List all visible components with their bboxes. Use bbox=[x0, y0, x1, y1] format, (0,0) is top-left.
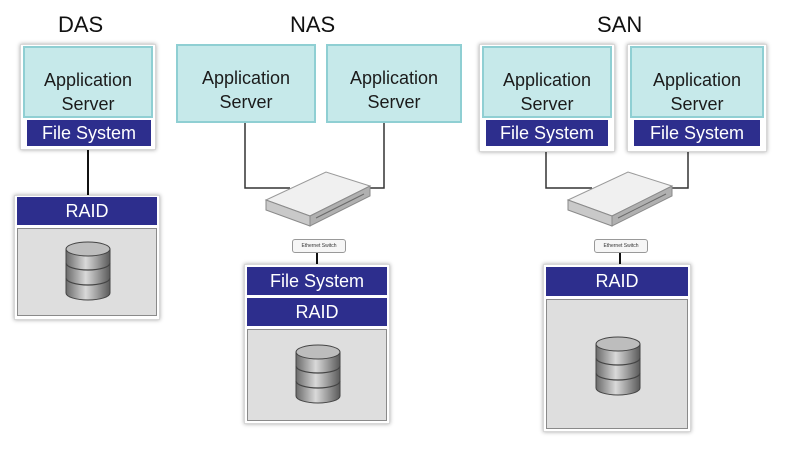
nas-link-left bbox=[244, 123, 290, 189]
nas-app2-line1: Application bbox=[349, 68, 439, 88]
database-icon bbox=[595, 336, 641, 396]
das-application-server: Application Server bbox=[23, 46, 153, 118]
network-switch-icon bbox=[566, 171, 674, 227]
das-title: DAS bbox=[58, 12, 104, 37]
san-app2-line2: Server bbox=[670, 94, 724, 114]
nas-file-system: File System bbox=[247, 267, 387, 295]
san-storage bbox=[546, 299, 688, 429]
nas-app1-line1: Application bbox=[201, 68, 291, 88]
san-switch-label: Ethernet Switch bbox=[594, 239, 648, 253]
nas-title: NAS bbox=[290, 12, 336, 37]
database-icon bbox=[65, 241, 111, 301]
nas-app1-line2: Server bbox=[219, 92, 273, 112]
network-switch-icon bbox=[264, 171, 372, 227]
das-file-system: File System bbox=[27, 120, 151, 146]
san-file-system-2: File System bbox=[634, 120, 760, 146]
san-file-system-1: File System bbox=[486, 120, 608, 146]
nas-switch-label: Ethernet Switch bbox=[292, 239, 346, 253]
san-app2-line1: Application bbox=[652, 70, 742, 90]
san-raid: RAID bbox=[546, 267, 688, 296]
nas-raid: RAID bbox=[247, 298, 387, 326]
san-app1-line2: Server bbox=[520, 94, 574, 114]
nas-storage bbox=[247, 329, 387, 421]
nas-app2-line2: Server bbox=[367, 92, 421, 112]
nas-application-server-1: Application Server bbox=[176, 44, 316, 123]
das-app-line2: Server bbox=[61, 94, 115, 114]
das-app-line1: Application bbox=[43, 70, 133, 90]
san-link-left bbox=[545, 152, 592, 189]
das-raid: RAID bbox=[17, 197, 157, 225]
san-title: SAN bbox=[597, 12, 643, 37]
san-application-server-1: Application Server bbox=[482, 46, 612, 118]
san-application-server-2: Application Server bbox=[630, 46, 764, 118]
database-icon bbox=[295, 344, 341, 404]
san-app1-line1: Application bbox=[502, 70, 592, 90]
das-storage bbox=[17, 228, 157, 316]
nas-application-server-2: Application Server bbox=[326, 44, 462, 123]
